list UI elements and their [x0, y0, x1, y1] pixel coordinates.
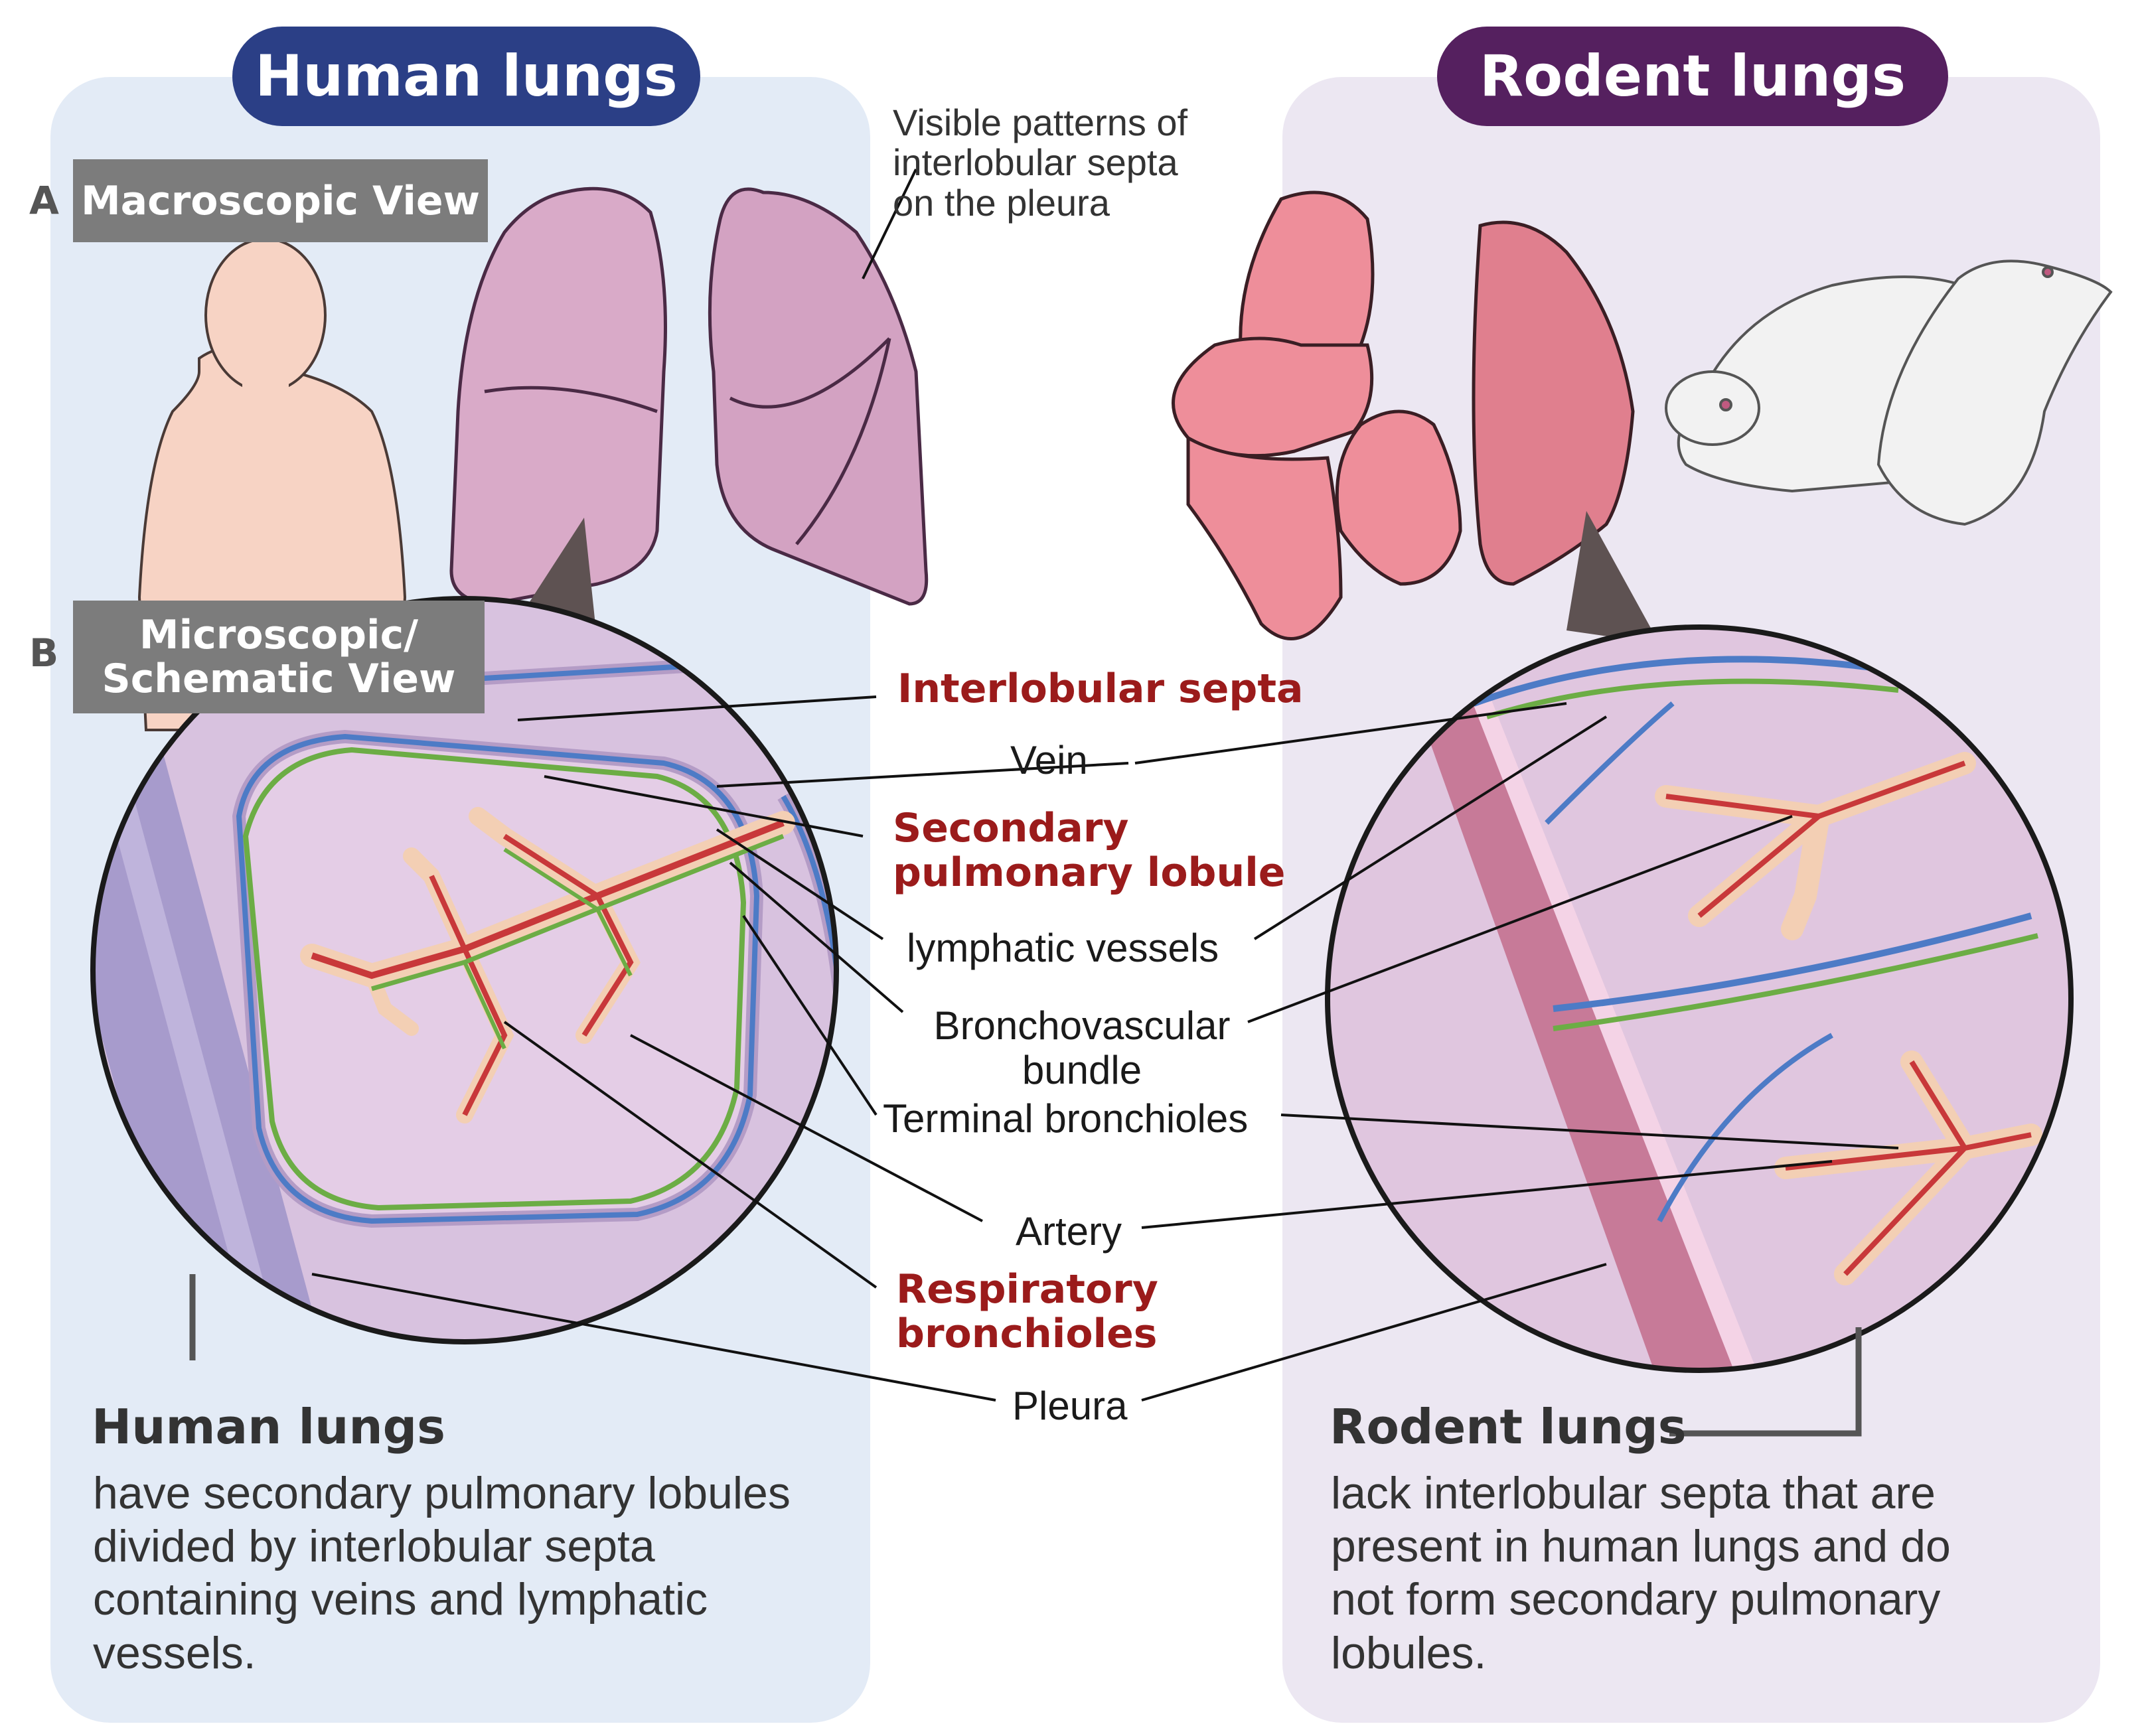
label-bronchovascular-bundle: Bronchovascular bundle	[916, 1003, 1248, 1092]
rodent-desc-line3: not form secondary pulmonary	[1331, 1574, 1941, 1625]
rodent-title-pill: Rodent lungs	[1437, 27, 1948, 126]
rodent-micro-circle	[1325, 624, 2074, 1373]
label-respiratory-line2: bronchioles	[896, 1311, 1158, 1358]
label-terminal-bronchioles: Terminal bronchioles	[883, 1096, 1249, 1141]
macroscopic-view-tag: Macroscopic View	[73, 159, 488, 242]
pleura-note: Visible patterns of interlobular septa o…	[893, 102, 1188, 224]
microscopic-view-tag: Microscopic/ Schematic View	[73, 601, 485, 713]
leader-lines	[311, 169, 1899, 1402]
human-desc-line1: have secondary pulmonary lobules	[93, 1468, 791, 1518]
label-bronchovascular-line2: bundle	[1022, 1048, 1142, 1093]
human-lungs-drawing	[449, 186, 929, 606]
label-artery: Artery	[1016, 1209, 1122, 1254]
human-description: have secondary pulmonary lobules divided…	[93, 1467, 791, 1680]
human-title-pill: Human lungs	[232, 27, 700, 126]
rats-drawing	[1665, 259, 2113, 526]
label-vein: Vein	[1010, 738, 1088, 782]
label-secondary-lobule-line1: Secondary	[893, 805, 1129, 851]
rodent-desc-line1: lack interlobular septa that are	[1331, 1468, 1936, 1518]
human-heading: Human lungs	[92, 1399, 446, 1455]
rodent-bracket	[1669, 1327, 1862, 1437]
label-bronchovascular-line1: Bronchovascular	[933, 1003, 1231, 1048]
section-b-letter: B	[29, 630, 59, 676]
label-respiratory-bronchioles: Respiratory bronchioles	[896, 1267, 1158, 1356]
section-a-letter: A	[29, 178, 59, 223]
label-interlobular-septa: Interlobular septa	[897, 666, 1304, 712]
rodent-description: lack interlobular septa that are present…	[1331, 1467, 1951, 1680]
label-pleura: Pleura	[1012, 1384, 1128, 1428]
human-micro-circle	[90, 596, 839, 1344]
rodent-lungs-drawing	[1172, 190, 1635, 640]
micro-tag-line1: Microscopic/	[139, 612, 419, 658]
label-secondary-lobule-line2: pulmonary lobule	[893, 849, 1286, 897]
rodent-desc-line2: present in human lungs and do	[1331, 1521, 1951, 1572]
pleura-note-line3: on the pleura	[893, 181, 1110, 224]
human-desc-line4: vessels.	[93, 1627, 256, 1678]
pleura-note-line2: interlobular septa	[893, 141, 1178, 184]
rodent-heading: Rodent lungs	[1330, 1399, 1687, 1455]
rodent-zoom-wedge	[1566, 511, 1659, 644]
human-desc-line2: divided by interlobular septa	[93, 1521, 655, 1572]
label-lymphatic-vessels: lymphatic vessels	[907, 926, 1219, 970]
rodent-desc-line4: lobules.	[1331, 1627, 1487, 1678]
label-secondary-lobule: Secondary pulmonary lobule	[893, 806, 1285, 895]
pleura-note-line1: Visible patterns of	[893, 102, 1188, 143]
micro-tag-line2: Schematic View	[102, 656, 456, 702]
label-respiratory-line1: Respiratory	[896, 1266, 1158, 1313]
human-desc-line3: containing veins and lymphatic	[93, 1574, 708, 1625]
